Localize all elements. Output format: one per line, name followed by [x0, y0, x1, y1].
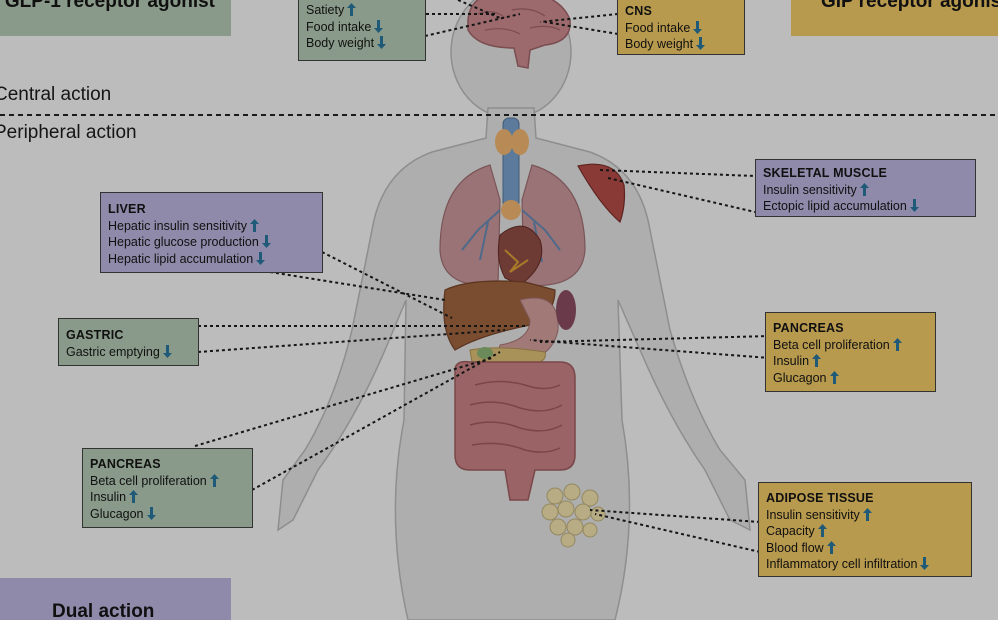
- arrow-down-icon: [374, 19, 384, 33]
- box-line: Hepatic lipid accumulation: [108, 251, 315, 268]
- gastric-box: GASTRIC Gastric emptying: [58, 318, 199, 366]
- arrow-down-icon: [693, 20, 703, 34]
- arrow-up-icon: [859, 182, 869, 196]
- box-line-text: Body weight: [625, 37, 694, 51]
- box-title: CNS: [625, 4, 652, 18]
- box-line-text: Capacity: [766, 524, 815, 538]
- box-title: ADIPOSE TISSUE: [766, 491, 874, 505]
- box-line: Ectopic lipid accumulation: [763, 198, 968, 215]
- box-line: Beta cell proliferation: [773, 337, 928, 354]
- peripheral-action-label: Peripheral action: [0, 122, 137, 143]
- box-line-text: Insulin sensitivity: [763, 182, 857, 197]
- arrow-up-icon: [862, 507, 872, 521]
- dual-header-label: Dual action: [52, 601, 155, 620]
- arrow-up-icon: [817, 524, 827, 537]
- box-line-text: Food intake: [625, 20, 691, 35]
- intestines-icon: [454, 360, 576, 501]
- gip-header: GIP receptor agonist: [791, 0, 998, 36]
- arrow-down-icon: [261, 235, 271, 248]
- box-line-text: Blood flow: [766, 540, 824, 555]
- dual-header: Dual action: [0, 578, 231, 620]
- box-line: Inflammatory cell infiltration: [766, 556, 964, 573]
- box-title: LIVER: [108, 202, 146, 216]
- glp1-header-label: GLP-1 receptor agonist: [4, 0, 215, 12]
- gip-header-label: GIP receptor agonist: [821, 0, 998, 12]
- arrow-down-icon: [146, 506, 156, 520]
- box-line-text: Satiety: [306, 3, 345, 17]
- arrow-up-icon: [347, 3, 357, 16]
- arrow-down-icon: [256, 251, 266, 265]
- glp1-header: GLP-1 receptor agonist: [0, 0, 231, 36]
- box-line: Food intake: [625, 20, 737, 37]
- adipose-icon: [541, 483, 606, 548]
- heart-icon: [497, 225, 543, 286]
- box-line: Hepatic glucose production: [108, 234, 315, 251]
- box-line-text: Insulin: [90, 490, 127, 504]
- box-line: Insulin sensitivity: [766, 507, 964, 524]
- box-line: Hepatic insulin sensitivity: [108, 218, 315, 235]
- box-line-text: Gastric emptying: [66, 344, 160, 359]
- leader-lines: [194, 0, 771, 553]
- box-line: Body weight: [306, 35, 418, 52]
- box-line-text: Hepatic glucose production: [108, 235, 259, 249]
- box-line: Glucagon: [90, 506, 245, 523]
- arrow-up-icon: [826, 540, 836, 554]
- box-line: Satiety: [306, 2, 418, 19]
- arrow-up-icon: [209, 473, 219, 487]
- box-line: Gastric emptying: [66, 344, 191, 361]
- thyroid-icon: [495, 117, 529, 220]
- arrow-up-icon: [812, 354, 822, 367]
- box-line: Beta cell proliferation: [90, 473, 245, 490]
- arrow-up-icon: [249, 218, 259, 232]
- box-title: PANCREAS: [773, 321, 844, 335]
- box-line-text: Body weight: [306, 36, 375, 50]
- box-title: SKELETAL MUSCLE: [763, 166, 888, 180]
- arrow-up-icon: [892, 337, 902, 351]
- box-line-text: Hepatic lipid accumulation: [108, 251, 254, 266]
- box-line-text: Ectopic lipid accumulation: [763, 199, 907, 213]
- central-action-label: Central action: [0, 84, 112, 105]
- box-line-text: Beta cell proliferation: [773, 337, 890, 352]
- muscle-icon: [577, 163, 626, 224]
- box-line: Insulin: [773, 353, 928, 370]
- box-line-text: Glucagon: [90, 506, 144, 521]
- box-line: Glucagon: [773, 370, 928, 387]
- box-line: Insulin sensitivity: [763, 182, 968, 199]
- arrow-down-icon: [162, 344, 172, 358]
- box-line-text: Insulin sensitivity: [766, 507, 860, 522]
- box-line-text: Glucagon: [773, 370, 827, 385]
- box-title: PANCREAS: [90, 457, 161, 471]
- box-line-text: Beta cell proliferation: [90, 473, 207, 488]
- arrow-up-icon: [829, 370, 839, 384]
- box-line: Capacity: [766, 523, 964, 540]
- box-line-text: Food intake: [306, 19, 372, 34]
- box-line-text: Insulin: [773, 354, 810, 368]
- box-line: Body weight: [625, 36, 737, 53]
- box-line-text: Inflammatory cell infiltration: [766, 557, 918, 571]
- arrow-down-icon: [696, 37, 706, 50]
- arrow-down-icon: [377, 36, 387, 49]
- arrow-down-icon: [920, 557, 930, 570]
- box-line: Blood flow: [766, 540, 964, 557]
- box-line-text: Hepatic insulin sensitivity: [108, 218, 247, 233]
- arrow-down-icon: [909, 199, 919, 212]
- arrow-up-icon: [129, 490, 139, 503]
- box-title: GASTRIC: [66, 328, 124, 342]
- box-line: Food intake: [306, 19, 418, 36]
- box-line: Insulin: [90, 489, 245, 506]
